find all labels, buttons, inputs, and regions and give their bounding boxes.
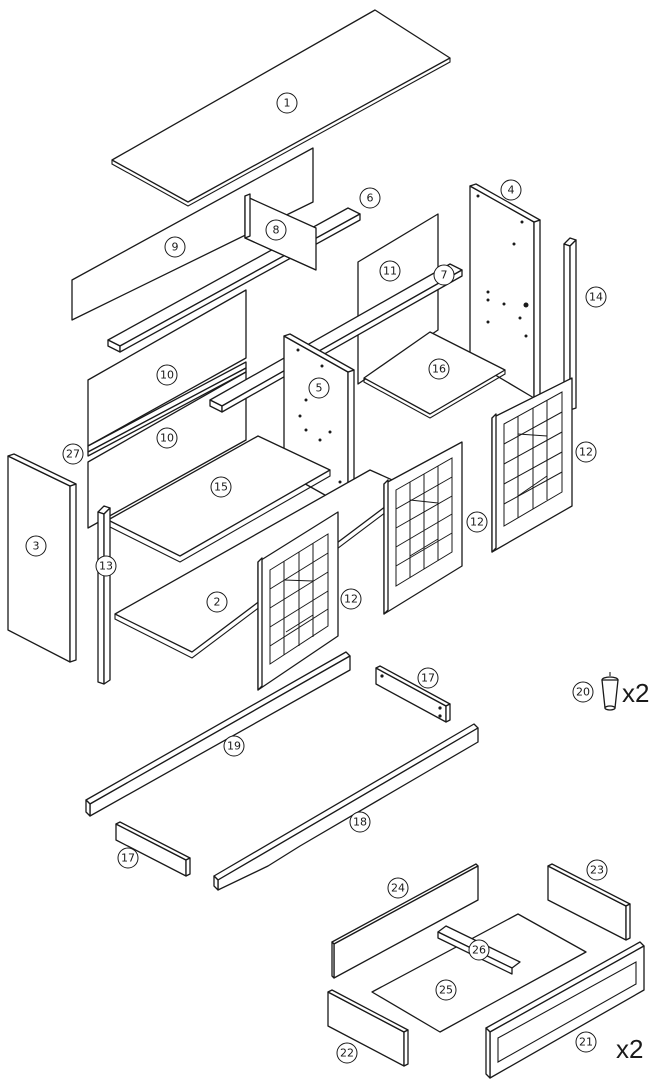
part-20-leg-icon [601, 672, 619, 711]
svg-text:16: 16 [432, 363, 446, 376]
svg-text:15: 15 [214, 481, 228, 494]
svg-text:24: 24 [391, 882, 405, 895]
svg-text:22: 22 [340, 1047, 354, 1060]
svg-text:14: 14 [589, 291, 603, 304]
leg-quantity: x2 [622, 678, 649, 708]
part-22-drawer-side [327, 989, 409, 1067]
svg-text:9: 9 [172, 241, 179, 254]
part-label-21: 21 [575, 1031, 597, 1053]
part-18-rail [213, 723, 479, 891]
svg-text:10: 10 [160, 432, 174, 445]
part-label-7: 7 [433, 264, 455, 286]
svg-text:17: 17 [421, 672, 435, 685]
part-27-strip [87, 361, 247, 457]
svg-text:10: 10 [160, 369, 174, 382]
svg-text:25: 25 [439, 984, 453, 997]
svg-text:8: 8 [273, 224, 280, 237]
part-4-right-side [469, 183, 541, 399]
svg-text:12: 12 [470, 516, 484, 529]
svg-text:3: 3 [33, 540, 40, 553]
part-23-drawer-side [547, 863, 631, 941]
part-label-27: 27 [62, 443, 84, 465]
part-12-door-middle [383, 441, 463, 615]
part-label-15: 15 [210, 476, 232, 498]
svg-text:27: 27 [66, 448, 80, 461]
part-10-back-panel-lower [87, 371, 247, 529]
part-label-19: 19 [223, 735, 245, 757]
part-label-12-middle: 12 [466, 511, 488, 533]
part-label-6: 6 [359, 187, 381, 209]
svg-text:12: 12 [344, 593, 358, 606]
part-14-post [563, 237, 577, 411]
part-label-17-upper: 17 [417, 667, 439, 689]
part-label-12-left: 12 [340, 588, 362, 610]
svg-text:12: 12 [579, 446, 593, 459]
part-label-8: 8 [265, 219, 287, 241]
svg-text:6: 6 [367, 192, 374, 205]
part-label-1: 1 [276, 92, 298, 114]
part-label-16: 16 [428, 358, 450, 380]
part-9-back-panel [71, 147, 314, 321]
part-label-2: 2 [206, 591, 228, 613]
svg-text:26: 26 [472, 944, 486, 957]
part-label-5: 5 [308, 377, 330, 399]
part-13-post [97, 505, 111, 685]
svg-text:23: 23 [590, 864, 604, 877]
part-12-door-right [491, 377, 573, 553]
part-label-10-lower: 10 [156, 427, 178, 449]
part-3-left-side [7, 453, 77, 663]
svg-text:5: 5 [316, 382, 323, 395]
svg-text:7: 7 [441, 269, 448, 282]
part-label-18: 18 [349, 811, 371, 833]
part-19-rail [85, 651, 351, 817]
part-label-17-lower: 17 [117, 847, 139, 869]
part-24-drawer-back [331, 863, 479, 979]
part-label-20: 20 [572, 681, 594, 703]
svg-text:18: 18 [353, 816, 367, 829]
part-label-10-upper: 10 [156, 364, 178, 386]
svg-text:19: 19 [227, 740, 241, 753]
part-12-door-left [257, 511, 339, 691]
svg-text:13: 13 [99, 560, 113, 573]
part-17-block-upper [375, 665, 451, 723]
part-label-22: 22 [336, 1042, 358, 1064]
part-label-9: 9 [164, 236, 186, 258]
part-label-14: 14 [585, 286, 607, 308]
part-21-drawer-front [485, 941, 645, 1079]
svg-text:17: 17 [121, 852, 135, 865]
svg-text:1: 1 [284, 97, 291, 110]
part-label-4: 4 [500, 179, 522, 201]
part-7-rail [209, 263, 463, 413]
part-17-block-lower [115, 821, 191, 877]
svg-text:21: 21 [579, 1036, 593, 1049]
part-label-26: 26 [468, 939, 490, 961]
part-label-13: 13 [95, 555, 117, 577]
svg-text:2: 2 [214, 596, 221, 609]
svg-text:11: 11 [383, 265, 397, 278]
part-label-25: 25 [435, 979, 457, 1001]
part-label-11: 11 [379, 260, 401, 282]
part-label-3: 3 [25, 535, 47, 557]
part-label-23: 23 [586, 859, 608, 881]
part-label-24: 24 [387, 877, 409, 899]
svg-text:4: 4 [508, 184, 515, 197]
svg-text:20: 20 [576, 686, 590, 699]
drawer-quantity: x2 [616, 1034, 643, 1064]
part-label-12-right: 12 [575, 441, 597, 463]
